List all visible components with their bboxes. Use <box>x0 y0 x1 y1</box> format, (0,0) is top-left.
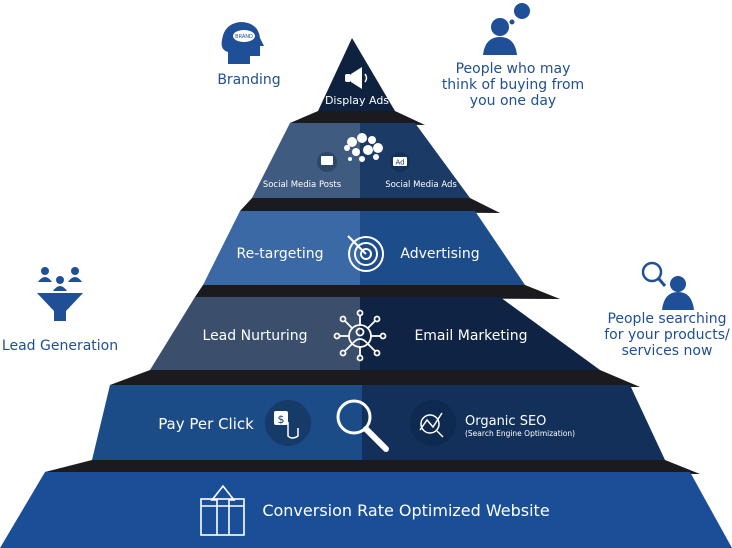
dollar-sign: $ <box>278 413 285 426</box>
lead-generation-label: Lead Generation <box>2 338 118 354</box>
organic-seo-label: Organic SEO <box>465 414 546 429</box>
level-2-right <box>360 123 470 198</box>
searchers-line-1: People searching <box>607 311 726 327</box>
seo-chart-icon <box>410 400 456 446</box>
ad-badge: Ad <box>395 159 404 167</box>
advertising-label: Advertising <box>400 246 479 262</box>
level-3-right <box>360 211 525 285</box>
social-media-posts-label: Social Media Posts <box>263 180 342 190</box>
shadow <box>110 370 640 387</box>
shadow <box>195 285 560 299</box>
shadow <box>45 460 700 474</box>
pay-per-click-label: Pay Per Click <box>158 415 254 433</box>
buyers-line-2: think of buying from <box>442 77 584 93</box>
level-2-left <box>252 123 360 198</box>
display-ads-label: Display Ads <box>325 94 389 107</box>
social-media-ads-label: Social Media Ads <box>385 180 457 190</box>
searching-person-icon <box>641 261 694 310</box>
lead-nurturing-label: Lead Nurturing <box>203 328 308 344</box>
speech-bubbles-icon <box>344 133 383 162</box>
organic-seo-sublabel: (Search Engine Optimization) <box>465 429 575 438</box>
level-4-right <box>360 297 600 370</box>
thinking-person-icon <box>483 3 530 55</box>
magnifier-icon <box>336 399 389 452</box>
buyers-line-3: you one day <box>470 93 556 109</box>
searchers-line-3: services now <box>622 343 713 359</box>
buyers-line-1: People who may <box>456 61 571 77</box>
level-6-conversion <box>0 472 732 548</box>
target-icon <box>347 235 384 272</box>
conversion-website-label: Conversion Rate Optimized Website <box>262 501 549 520</box>
megaphone-icon <box>345 67 368 89</box>
funnel-people-icon <box>37 267 83 321</box>
branding-label: Branding <box>217 72 280 88</box>
searchers-line-2: for your products/ <box>604 327 730 343</box>
brand-head-icon: BRAND <box>221 22 264 64</box>
retargeting-label: Re-targeting <box>237 246 324 262</box>
level-4-left <box>150 297 360 370</box>
shadow <box>290 111 425 125</box>
brand-icon-text: BRAND <box>235 34 253 40</box>
website-upload-icon <box>200 484 245 536</box>
level-3-left <box>203 211 360 285</box>
shadow <box>240 198 500 213</box>
network-person-icon <box>333 309 387 362</box>
email-marketing-label: Email Marketing <box>414 328 527 344</box>
